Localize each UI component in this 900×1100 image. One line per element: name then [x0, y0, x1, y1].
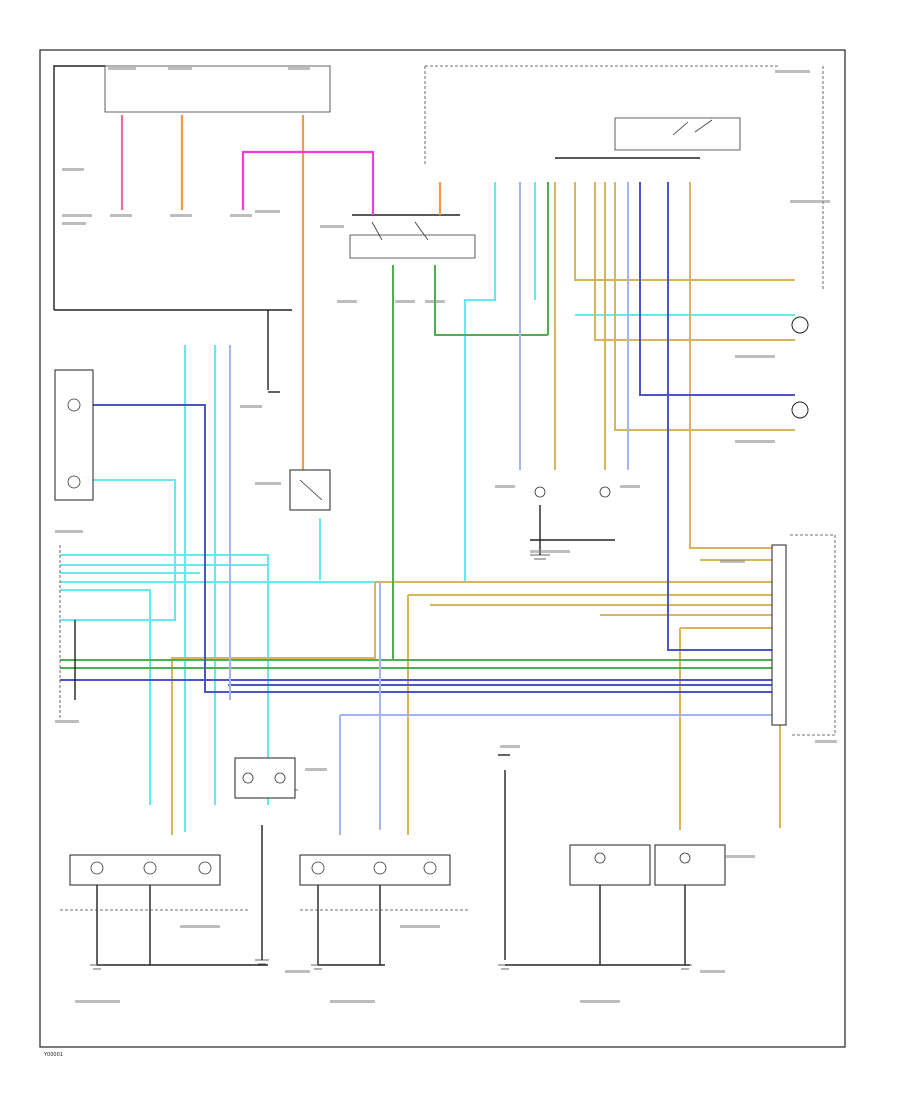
diagram-frame: [39, 49, 846, 1048]
headlamp-switch: [349, 214, 476, 259]
ground-symbols: [90, 554, 692, 970]
diagram-code: Y00001: [43, 1052, 63, 1058]
wires-cyan: [60, 182, 795, 832]
right-lamps: [791, 316, 809, 419]
instrument-cluster: [54, 369, 94, 501]
text-marks: [55, 67, 837, 1003]
front-lamp-left: [69, 854, 221, 886]
front-lamp-right: [299, 854, 451, 886]
wires-lightblue: [229, 182, 780, 835]
wires-black: [74, 310, 690, 966]
switch-assembly-top-right: [555, 117, 741, 159]
wire-magenta: [241, 150, 375, 215]
relay-block-right: [771, 544, 787, 726]
wires-blue: [60, 182, 795, 693]
small-switches: [289, 469, 611, 511]
fog-lamp-relay: [234, 757, 296, 799]
side-marker-lamps: [569, 844, 726, 886]
fuse-block-top: [53, 65, 824, 311]
wires-tan: [171, 182, 795, 835]
wires-green: [60, 182, 780, 669]
